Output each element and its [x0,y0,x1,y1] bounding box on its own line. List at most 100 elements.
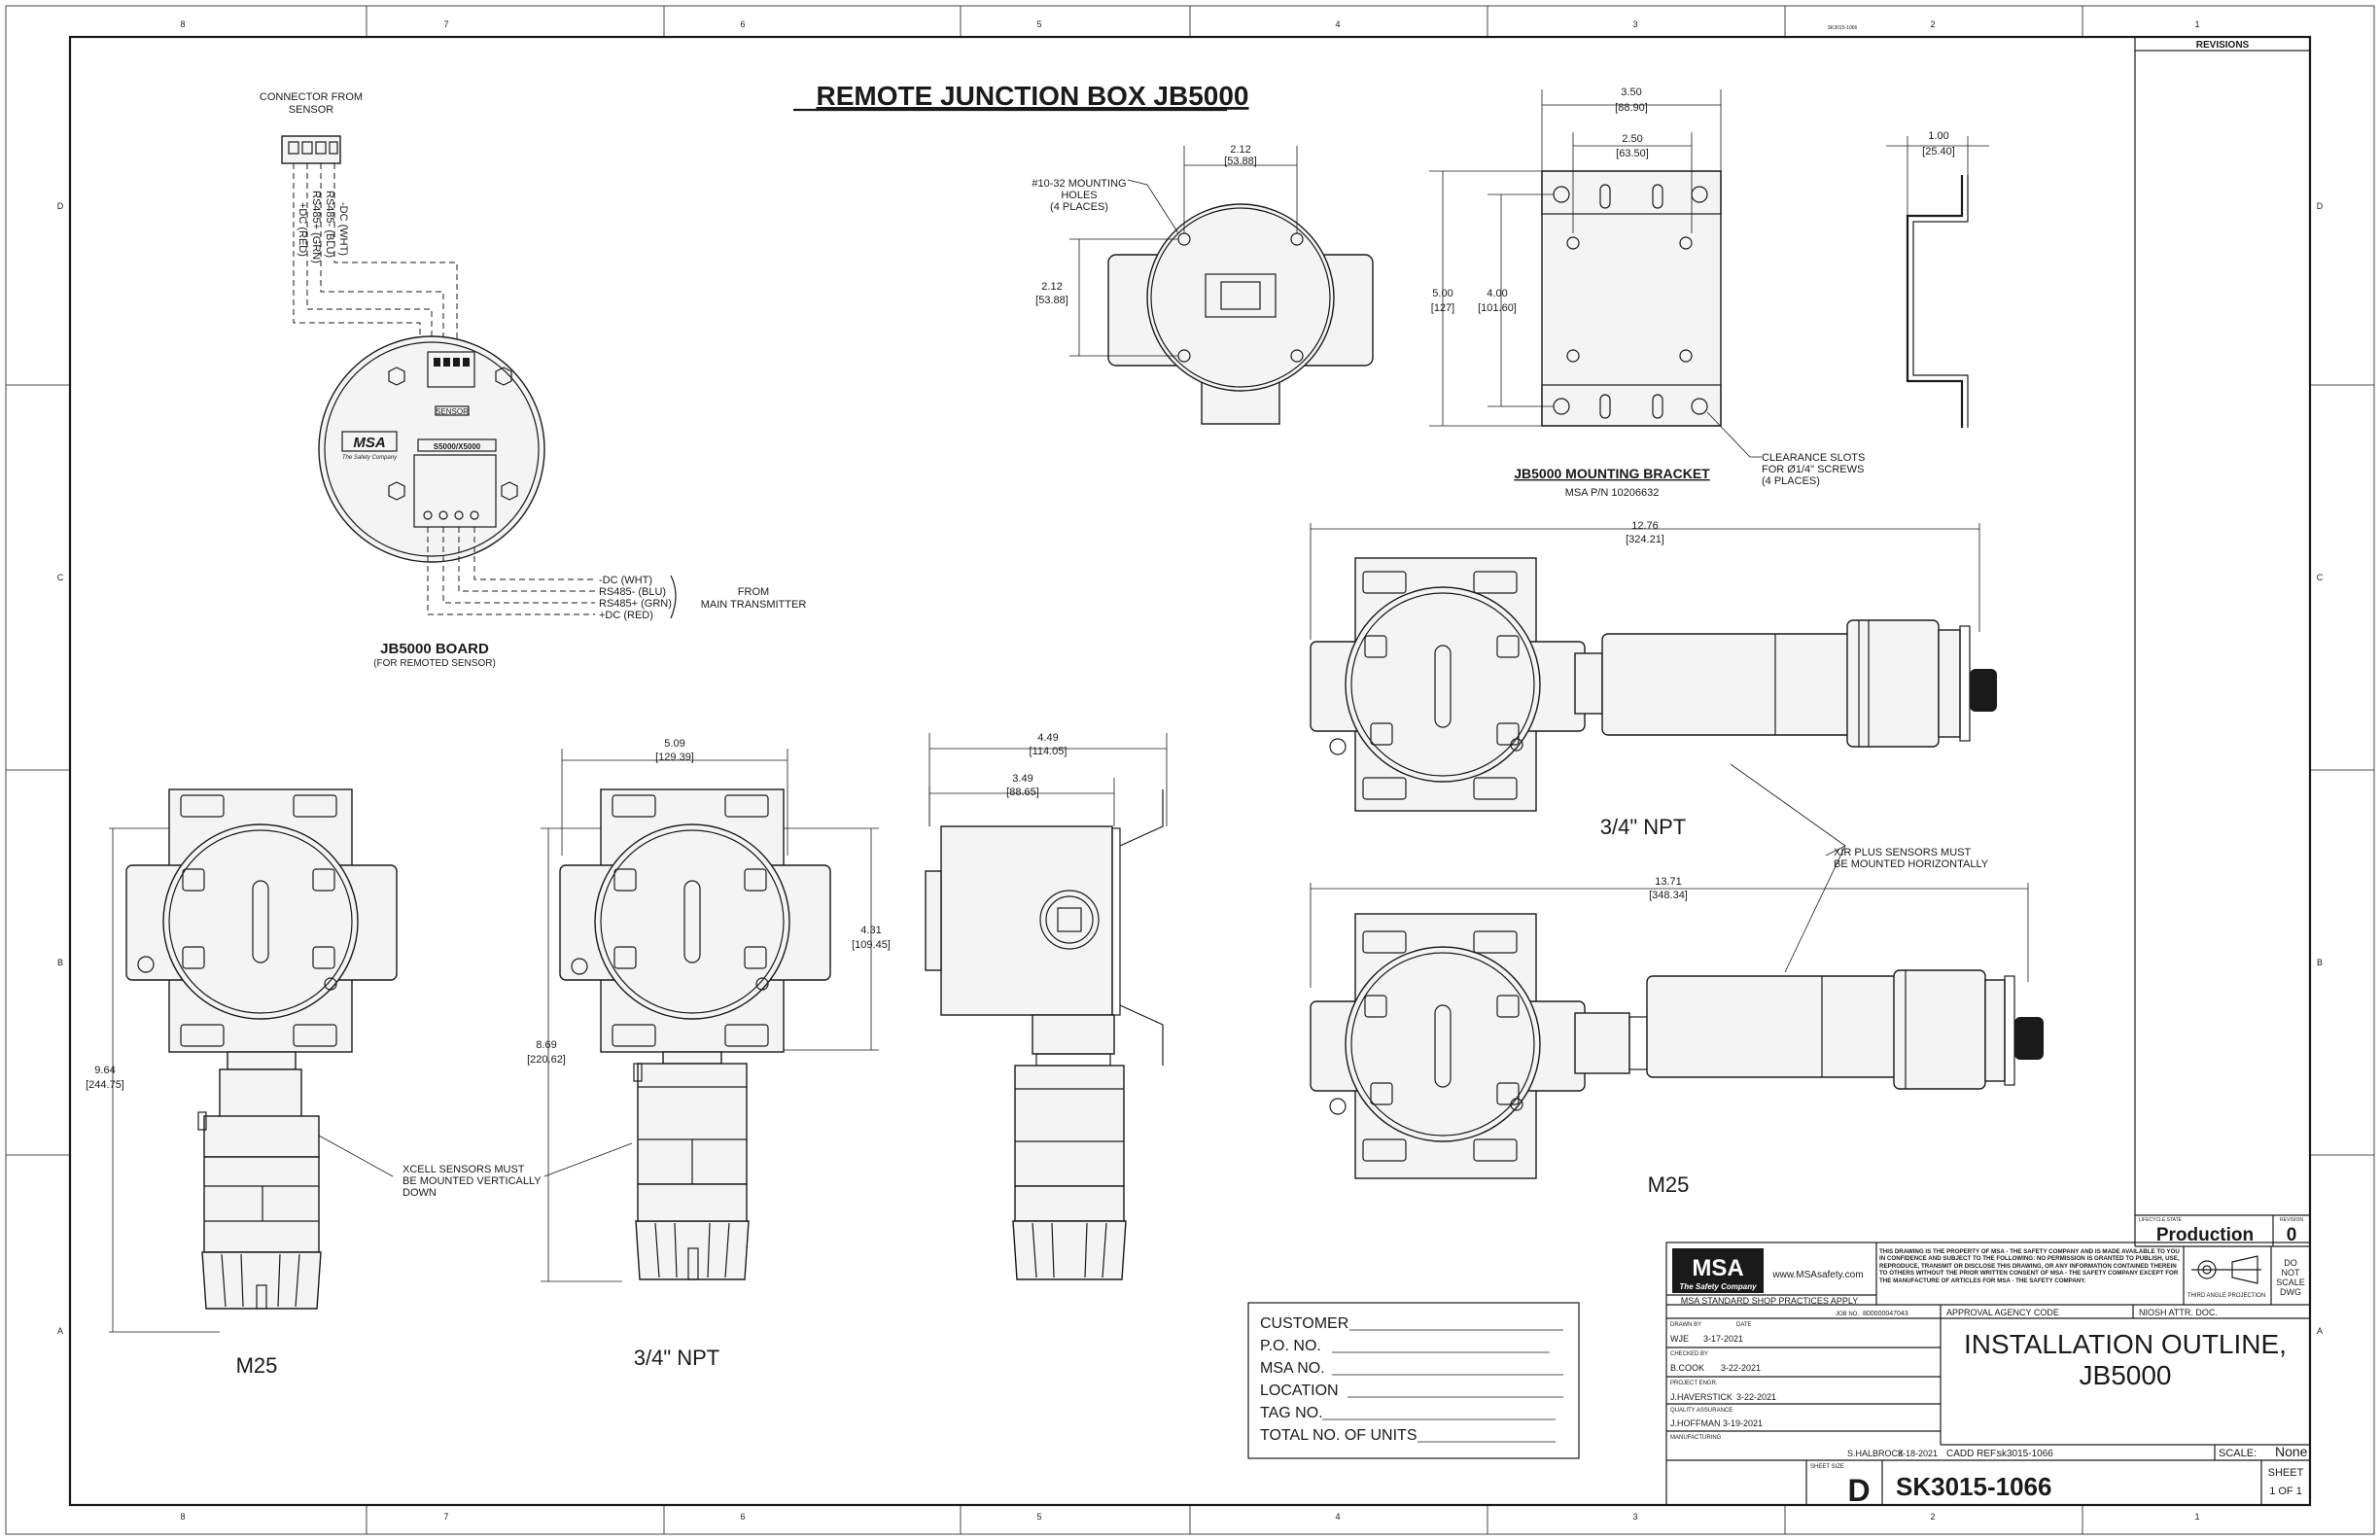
xcell-note-1: XCELL SENSORS MUST [402,1164,525,1175]
top-view-diagram: 2.12 [53.88] 2.12 [53.88] #10-32 MOUNTIN… [1032,144,1374,425]
lower-wire-2: RS485- (BLU) [599,586,666,598]
mount-holes-3: (4 PLACES) [1050,201,1108,213]
hm25-dim-mm: [348.34] [1649,890,1688,901]
board-logo: MSA [353,435,385,451]
tb-legal-text: THIS DRAWING IS THE PROPERTY OF MSA - TH… [1879,1248,2180,1284]
col-label-top-4: 4 [1335,19,1340,29]
lower-wire-4: +DC (RED) [599,610,653,621]
row-label-left-b: B [57,958,63,967]
vm25-dim-mm: [244.75] [86,1079,124,1091]
form-tag-label: TAG NO. [1260,1405,1323,1421]
tb-logo-sub: The Safety Company [1679,1282,1757,1291]
tb-website: www.MSAsafety.com [1771,1270,1863,1280]
from-label-2: MAIN TRANSMITTER [701,599,807,611]
dns-2: NOT [2282,1268,2301,1278]
board-model-text: S5000/X5000 [434,442,481,451]
top-dim-h-mm: [53.88] [1035,295,1068,306]
dns-4: DWG [2280,1287,2301,1297]
col-label-bottom-8: 8 [180,1512,185,1522]
size-value: D [1847,1473,1870,1508]
col-label-top-8: 8 [180,19,185,29]
drawn-by: WJE [1670,1334,1689,1344]
drawing-title-1: INSTALLATION OUTLINE, [1964,1329,2287,1359]
connector-label-1: CONNECTOR FROM [260,91,363,103]
row-label-left-c: C [57,573,64,582]
vertical-m25-view: 9.64 [244.75] M25 [86,788,398,1378]
connector-label-2: SENSOR [289,104,334,116]
bracket-dim-outer: 3.50 [1621,87,1641,98]
mount-holes-2: HOLES [1061,190,1097,201]
upper-wire-2: RS485- (BLU) [324,191,335,258]
col-label-bottom-2: 2 [1930,1512,1935,1522]
project-label: PROJECT ENGR. [1670,1381,1718,1386]
cadd-ref-label: CADD REF: [1946,1449,1999,1459]
sheet-value: 1 OF 1 [2269,1486,2302,1497]
bracket-dim-h: 5.00 [1432,288,1452,299]
board-logo-sub: The Safety Company [342,455,398,461]
upper-wire-4: +DC (RED) [297,202,308,257]
bracket-dim-inner: 2.50 [1622,133,1642,145]
side-w2-mm: [88.65] [1006,787,1039,798]
cadd-ref: sk3015-1066 [1997,1449,2053,1459]
form-total-label: TOTAL NO. OF UNITS [1260,1427,1418,1444]
xir-note-2: BE MOUNTED HORIZONTALLY [1834,858,1989,870]
drawing-title-2: JB5000 [2080,1360,2172,1390]
top-dim-w-mm: [53.88] [1224,156,1257,167]
mounting-bracket-diagram: 3.50 [88.90] 2.50 [63.50] 5.00 [127] 4.0… [1429,87,1989,499]
vnpt-h-mm: [220.62] [527,1054,566,1066]
vnpt-h2-mm: [109.45] [852,939,891,951]
job-no-label: JOB NO. [1836,1312,1859,1317]
col-label-top-5: 5 [1036,19,1041,29]
lower-wire-1: -DC (WHT) [599,575,652,586]
col-label-bottom-3: 3 [1632,1512,1637,1522]
sensor-text: SENSOR [436,407,469,416]
side-w1-mm: [114.05] [1030,746,1068,757]
bracket-dim-side: 1.00 [1928,130,1948,142]
vertical-npt-view: 5.09 [129.39] 8.69 [220.62] 4.31 [109.45… [318,738,891,1370]
mfg-date: 3-18-2021 [1898,1449,1938,1458]
quality-by: J.HOFFMAN [1670,1418,1721,1428]
project-by: J.HAVERSTICK [1670,1392,1732,1402]
xcell-note-2: BE MOUNTED VERTICALLY [402,1175,542,1187]
top-dim-h: 2.12 [1041,281,1062,293]
horizontal-npt-view: 12.76 [324.21] 3/4" NPT [1310,520,1997,839]
vnpt-w-mm: [129.39] [655,752,694,763]
revisions-block: REVISIONS [2134,36,2311,1215]
approval-label: APPROVAL AGENCY CODE [1946,1308,2059,1317]
side-w1: 4.49 [1037,732,1058,744]
col-label-top-2: 2 [1930,19,1935,29]
vnpt-label: 3/4" NPT [634,1346,720,1370]
jb5000-board-diagram: CONNECTOR FROM SENSOR -DC (WHT) RS485- (… [260,91,806,669]
vnpt-h2: 4.31 [860,925,881,936]
tb-projection: THIRD ANGLE PROJECTION [2188,1293,2265,1299]
hm25-label: M25 [1648,1172,1690,1197]
date-label: DATE [1736,1322,1752,1328]
row-label-right-b: B [2317,958,2323,967]
checked-label: CHECKED BY [1670,1351,1708,1357]
slots-label-1: CLEARANCE SLOTS [1762,452,1865,464]
top-dim-w: 2.12 [1230,144,1250,156]
vnpt-h: 8.69 [536,1039,556,1051]
scale-label: SCALE: [2219,1448,2257,1459]
hnpt-dim-mm: [324.21] [1626,534,1664,545]
form-location-label: LOCATION [1260,1382,1339,1399]
third-angle-icon [2191,1255,2261,1284]
scale-value: None [2275,1444,2308,1459]
board-caption: JB5000 BOARD [380,641,489,657]
col-label-bottom-7: 7 [443,1512,448,1522]
customer-form: CUSTOMER P.O. NO. MSA NO. LOCATION TAG N… [1247,1302,1580,1459]
row-label-left-d: D [57,201,64,211]
horizontal-m25-view: 13.71 [348.34] M25 XIR PLUS SENSORS MUST… [1310,763,2044,1197]
bracket-caption-sub: MSA P/N 10206632 [1565,487,1660,499]
dns-3: SCALE [2276,1278,2305,1287]
row-label-right-c: C [2317,573,2324,582]
side-view: 4.49 [114.05] 3.49 [88.65] [925,732,1168,1280]
from-label-1: FROM [738,586,769,598]
col-label-bottom-6: 6 [740,1512,745,1522]
drawn-date: 3-17-2021 [1703,1334,1743,1344]
top-code-stamp: SK3015-1066 [1828,25,1858,31]
checked-date: 3-22-2021 [1721,1363,1761,1373]
bracket-dim-h2: 4.00 [1487,288,1507,299]
side-w2: 3.49 [1012,773,1032,785]
